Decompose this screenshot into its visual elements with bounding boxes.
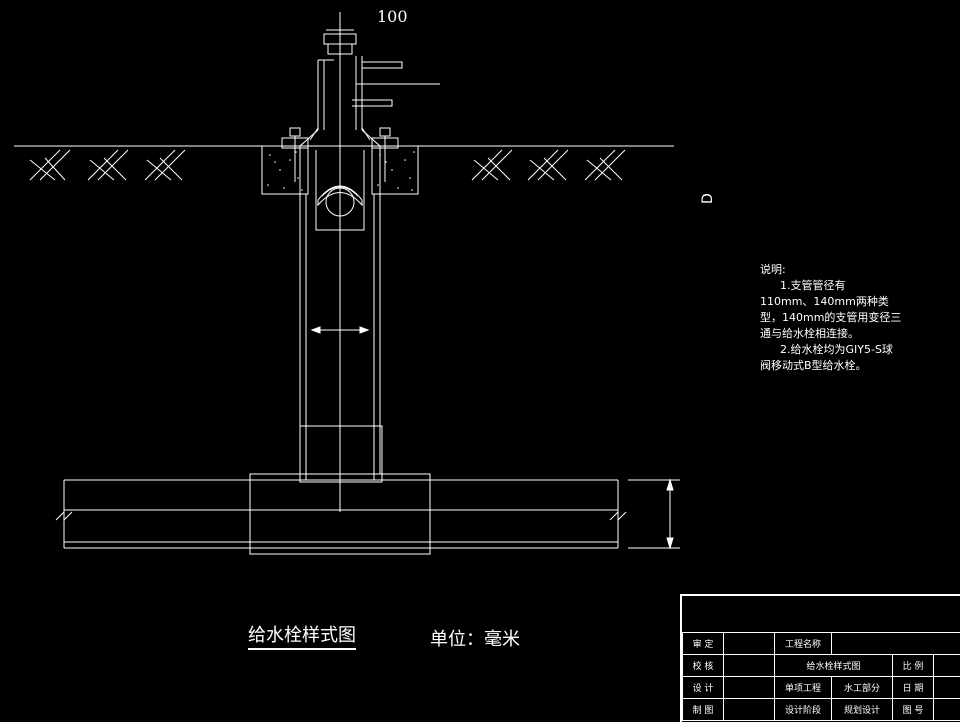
notes-heading: 说明: (760, 263, 786, 276)
note-item-2-line-2: 阀移动式B型给水栓。 (760, 359, 867, 372)
tee-collar (249, 473, 431, 555)
dimension-side-label: D (700, 193, 716, 204)
tee-fitting (299, 425, 383, 483)
tb-stage-value: 规划设计 (831, 698, 893, 721)
soil-hatching-right (471, 149, 626, 181)
note-item-1-line-4: 通与给水栓相连接。 (760, 327, 859, 340)
riser-width-dimension (310, 326, 370, 334)
tb-drawing-no-label: 图 号 (892, 698, 934, 721)
tb-scale-label: 比 例 (892, 654, 934, 677)
tb-design-label: 设 计 (682, 676, 724, 699)
note-item-2-line-1: 2.给水栓均为GIY5-S球 (780, 343, 893, 356)
tb-stage-label: 设计阶段 (774, 698, 832, 721)
pipe-height-dimension (628, 478, 680, 550)
dimension-top-label: 100 (377, 7, 408, 26)
design-notes: 说明: 1.支管管径有 110mm、140mm两种类 型，140mm的支管用变径… (760, 262, 920, 374)
tb-check-label: 校 核 (682, 654, 724, 677)
note-item-1-line-2: 110mm、140mm两种类 (760, 295, 889, 308)
tb-project-name-label: 工程名称 (774, 632, 832, 655)
drawing-unit: 单位：毫米 (430, 629, 520, 650)
drawing-title: 给水栓样式图 (248, 624, 356, 650)
tb-approve-label: 审 定 (682, 632, 724, 655)
tb-draft-label: 制 图 (682, 698, 724, 721)
riser-pipe (250, 30, 430, 512)
hydrant-head (299, 12, 440, 231)
title-block: 审 定 工程名称 校 核 给水栓样式图 比 例 设 计 单项工程 水工部分 日 … (680, 594, 960, 722)
tb-drawing-name: 给水栓样式图 (774, 654, 893, 677)
note-item-1-line-1: 1.支管管径有 (780, 279, 846, 292)
note-item-1-line-3: 型，140mm的支管用变径三 (760, 311, 902, 324)
soil-hatching-left (29, 149, 186, 181)
anchor-bolts (281, 127, 399, 182)
tb-date-label: 日 期 (892, 676, 934, 699)
tb-subproject-value: 水工部分 (831, 676, 893, 699)
tb-subproject-label: 单项工程 (774, 676, 832, 699)
main-pipe (55, 479, 627, 549)
concrete-base (261, 145, 419, 195)
title-block-table: 审 定 工程名称 校 核 给水栓样式图 比 例 设 计 单项工程 水工部分 日 … (682, 632, 960, 721)
